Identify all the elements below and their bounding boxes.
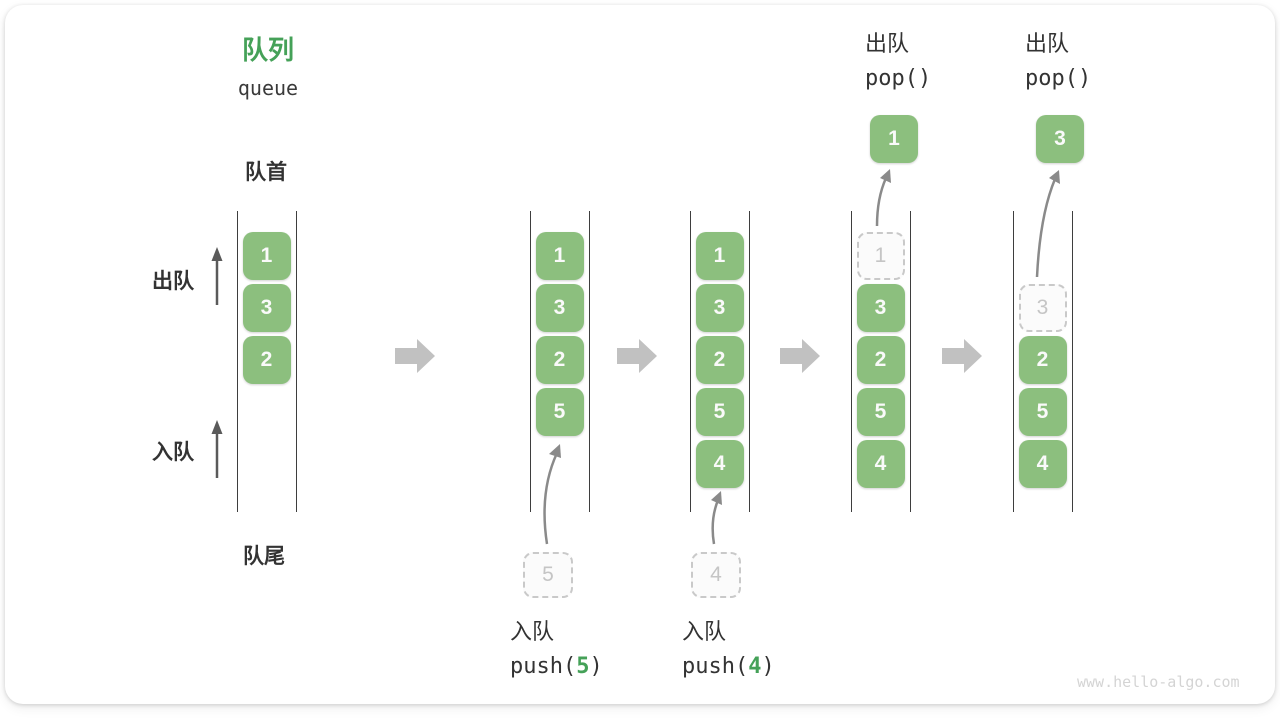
watermark: www.hello-algo.com xyxy=(1077,673,1240,691)
diagram-title: 队列 queue xyxy=(193,30,343,100)
popped-item: 1 xyxy=(870,115,918,163)
title-en: queue xyxy=(237,76,299,100)
queue-item: 5 xyxy=(535,388,584,436)
incoming-item-ghost: 4 xyxy=(691,552,741,598)
queue-item-ghost: 1 xyxy=(856,232,905,280)
queue-item: 1 xyxy=(242,232,291,280)
queue-item: 5 xyxy=(856,388,905,436)
queue-item-ghost: 3 xyxy=(1018,284,1067,332)
queue-item: 3 xyxy=(695,284,744,332)
op-code-pre: push( xyxy=(510,654,577,679)
diagram-card xyxy=(5,5,1275,704)
op-zh: 出队 xyxy=(865,31,910,56)
op-code: pop() xyxy=(865,66,932,91)
queue-item: 1 xyxy=(695,232,744,280)
op-code: pop() xyxy=(1025,66,1092,91)
queue-item: 2 xyxy=(535,336,584,384)
popped-item: 3 xyxy=(1036,115,1084,163)
queue-item: 4 xyxy=(856,440,905,488)
queue-item: 5 xyxy=(1018,388,1067,436)
queue-item: 1 xyxy=(535,232,584,280)
op-zh: 入队 xyxy=(682,619,727,644)
title-zh: 队列 xyxy=(241,35,294,65)
op-code-arg: 4 xyxy=(748,654,762,679)
op-zh: 出队 xyxy=(1025,31,1070,56)
queue-item: 2 xyxy=(242,336,291,384)
dequeue-op-label: 出队 pop() xyxy=(1025,26,1091,96)
queue-item: 2 xyxy=(1018,336,1067,384)
incoming-item-ghost: 5 xyxy=(523,552,573,598)
op-code-post: ) xyxy=(589,654,603,679)
label-dequeue-side: 出队 xyxy=(152,270,194,293)
queue-item: 3 xyxy=(856,284,905,332)
op-code-pre: push( xyxy=(682,654,749,679)
op-code-arg: 5 xyxy=(576,654,590,679)
op-code: push(4) xyxy=(682,649,775,684)
queue-item: 4 xyxy=(1018,440,1067,488)
op-zh: 入队 xyxy=(510,619,555,644)
queue-item: 4 xyxy=(695,440,744,488)
label-enqueue-side: 入队 xyxy=(152,441,194,464)
label-queue-front: 队首 xyxy=(245,161,287,184)
enqueue-op-label: 入队 push(5) xyxy=(510,614,603,684)
queue-item: 3 xyxy=(242,284,291,332)
label-queue-rear: 队尾 xyxy=(243,545,285,568)
queue-item: 3 xyxy=(535,284,584,332)
dequeue-op-label: 出队 pop() xyxy=(865,26,931,96)
queue-item: 5 xyxy=(695,388,744,436)
op-code: push(5) xyxy=(510,649,603,684)
op-code-post: ) xyxy=(761,654,775,679)
queue-item: 2 xyxy=(695,336,744,384)
queue-item: 2 xyxy=(856,336,905,384)
enqueue-op-label: 入队 push(4) xyxy=(682,614,775,684)
